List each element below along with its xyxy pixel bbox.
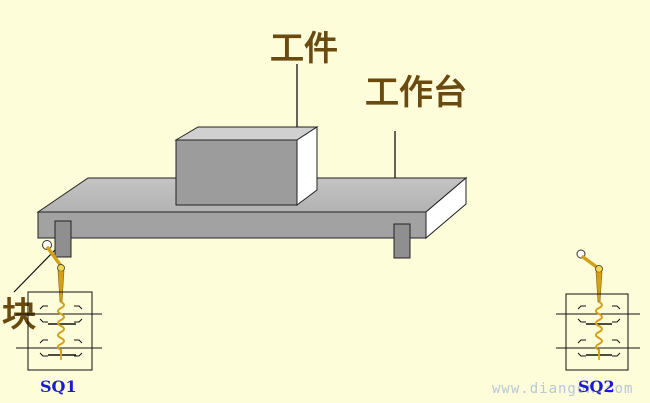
workpiece-side-face	[296, 126, 318, 206]
spring-icon	[595, 301, 603, 356]
lever-roller-icon	[42, 240, 65, 303]
workpiece	[174, 126, 319, 206]
limit-switch-sq1: SQ1	[13, 240, 102, 396]
contacts-sq1	[16, 305, 102, 357]
workpiece-top-face	[174, 126, 319, 141]
workpiece-label: 工件	[270, 29, 338, 69]
worktable-left-leg	[54, 220, 72, 258]
switch-body-sq1	[27, 291, 93, 371]
watermark: www.diangon.com	[492, 381, 633, 397]
worktable-front-face	[37, 211, 427, 239]
worktable-right-leg	[393, 223, 411, 259]
limit-switch-sq2: www.diangon.com SQ2	[492, 249, 640, 397]
sq2-label: SQ2	[578, 377, 615, 396]
sq1-label: SQ1	[40, 377, 77, 396]
switch-body-sq2	[565, 293, 629, 371]
workpiece-front-face	[175, 139, 298, 206]
block-label: 块	[2, 295, 36, 335]
worktable	[36, 176, 468, 259]
spring-icon	[57, 301, 65, 356]
worktable-label: 工作台	[365, 73, 467, 113]
worktable-side-face	[425, 176, 467, 240]
block-leader-line	[13, 249, 56, 293]
lever-roller-icon	[576, 249, 603, 303]
